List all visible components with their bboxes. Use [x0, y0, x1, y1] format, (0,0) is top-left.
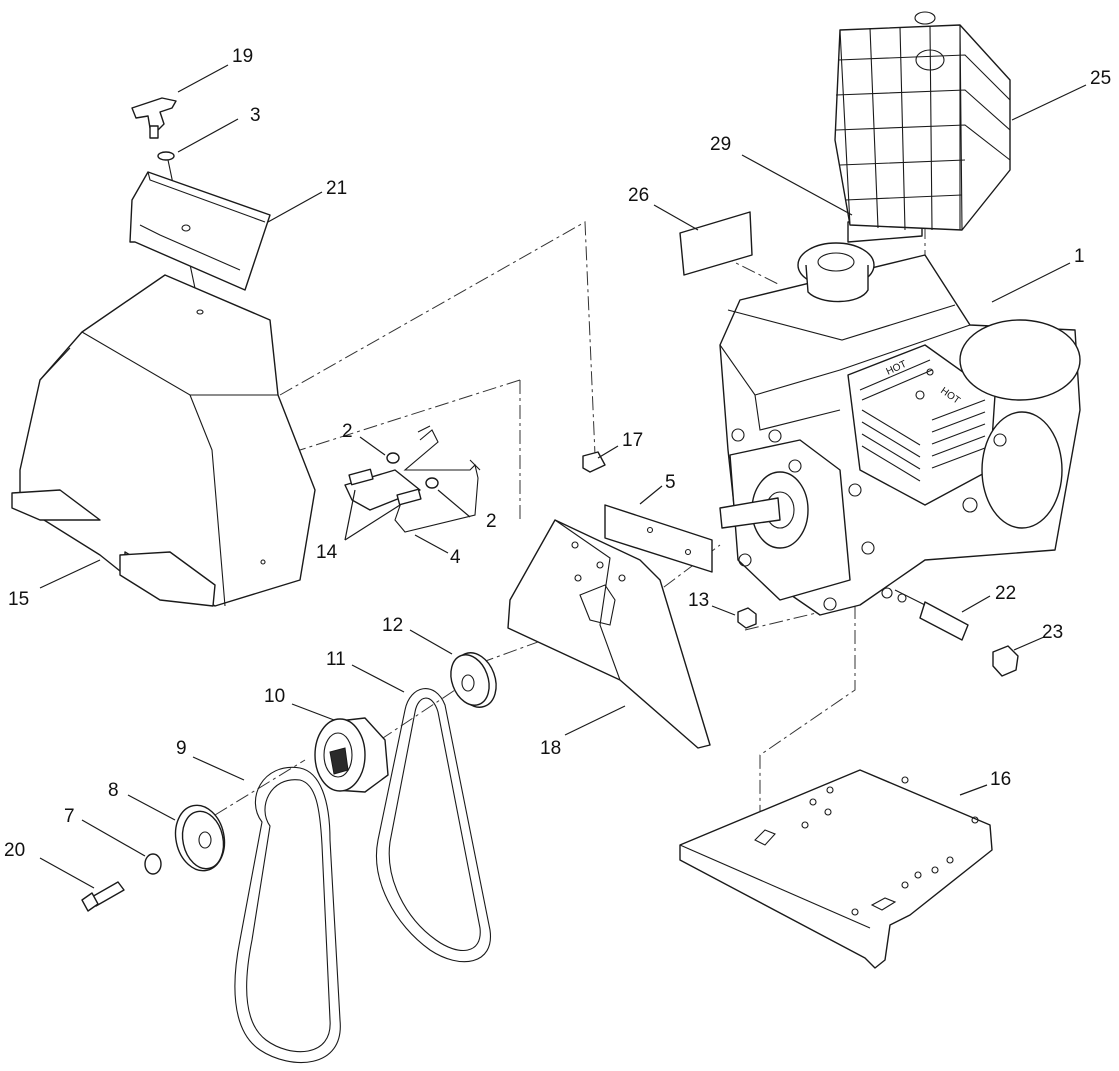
callout-16: 16: [990, 769, 1011, 790]
callout-3: 3: [250, 105, 261, 126]
callout-22: 22: [995, 583, 1016, 604]
spacer-part: [894, 589, 969, 641]
engine-pulley-part: [450, 652, 497, 708]
callout-10: 10: [264, 686, 285, 707]
callout-25: 25: [1090, 68, 1111, 89]
callout-1: 1: [1074, 246, 1085, 267]
warning-decal-part: [679, 211, 753, 276]
leader-lines: [39, 64, 1087, 889]
callout-8: 8: [108, 780, 119, 801]
knob-part: [131, 97, 177, 139]
callout-7: 7: [64, 806, 75, 827]
callout-19: 19: [232, 46, 253, 67]
acorn-nut-part: [992, 645, 1019, 677]
callout-12: 12: [382, 615, 403, 636]
base-plate-part: [679, 769, 993, 969]
callout-11: 11: [326, 649, 346, 670]
callout-21: 21: [326, 178, 347, 199]
drive-pulley-part: [174, 804, 226, 872]
short-belt-part: [376, 688, 491, 963]
callout-18: 18: [540, 738, 561, 759]
cage-guard-part: [834, 11, 1011, 231]
washer-part: [157, 151, 175, 161]
mounting-bracket-part: [507, 519, 711, 749]
adapter-plate-part: [604, 504, 713, 573]
callout-26: 26: [628, 185, 649, 206]
pulley-washer-part: [144, 853, 162, 875]
callout-20: 20: [4, 840, 25, 861]
callout-2-upper: 2: [342, 421, 353, 442]
callout-9: 9: [176, 738, 187, 759]
hex-nut-part: [737, 607, 757, 629]
callout-4: 4: [450, 547, 461, 568]
callout-17: 17: [622, 430, 643, 451]
callout-13: 13: [688, 590, 709, 611]
double-pulley-part: [314, 717, 389, 793]
callout-labels: 19 3 21 2 2 14 4 15 17 5 13 26 29 25 1 2…: [4, 46, 1111, 861]
callout-2-lower: 2: [486, 511, 497, 532]
clip-part: [582, 451, 606, 473]
callout-5: 5: [665, 472, 676, 493]
callout-14: 14: [316, 542, 338, 563]
callout-23: 23: [1042, 622, 1063, 643]
small-cover-part: [129, 171, 271, 291]
belt-cover-part: [11, 274, 316, 607]
callout-15: 15: [8, 589, 29, 610]
callout-29: 29: [710, 134, 731, 155]
pulley-bolt-part: [81, 881, 125, 912]
rod-bracket-part: [344, 425, 481, 533]
engine-part: [719, 242, 1081, 616]
long-belt-part: [234, 766, 341, 1063]
